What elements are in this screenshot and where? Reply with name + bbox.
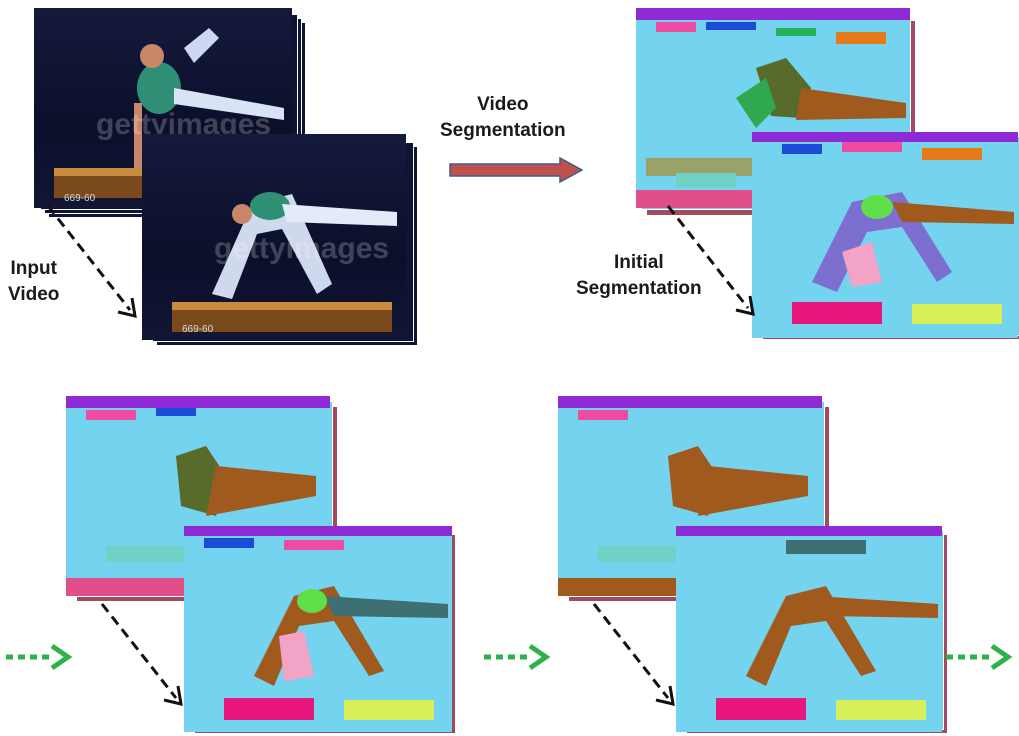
video-frame-front: gettyimages 669-60: [142, 134, 406, 340]
flow-arrow-left: [6, 643, 73, 671]
clip-code: 669-60: [182, 324, 214, 335]
watermark-text: gettyimages: [214, 232, 390, 265]
segmentation-frame-front: [676, 526, 942, 732]
initial-segmentation-stack: [620, 0, 1019, 350]
video-segmentation-label: Video Segmentation: [440, 94, 566, 141]
input-video-label: Input Video: [8, 258, 60, 305]
segmentation-frame-front: [752, 132, 1018, 338]
segment-regions: [752, 132, 1018, 324]
refined-segmentation-stack-2: [552, 390, 952, 736]
clip-code: 669-60: [64, 193, 96, 204]
dashed-arrow-initial: [666, 205, 755, 316]
gymnast-silhouette: [172, 192, 397, 332]
segment-regions: [184, 526, 452, 720]
flow-arrow-right: [946, 643, 1013, 671]
input-video-stack: gettyimages 669-60 gettyimages 669-60: [0, 0, 420, 350]
segmentation-frame-front: [184, 526, 452, 732]
initial-segmentation-label: Initial Segmentation: [576, 252, 702, 299]
flow-arrow-middle: [484, 643, 551, 671]
refined-segmentation-stack-1: [60, 390, 480, 736]
process-arrow: [449, 156, 584, 184]
dashed-arrow-refined-1: [100, 603, 183, 706]
dashed-arrow-refined-2: [592, 603, 675, 706]
dashed-arrow-input: [46, 205, 137, 318]
segment-regions: [558, 396, 822, 596]
segment-regions: [676, 526, 942, 720]
